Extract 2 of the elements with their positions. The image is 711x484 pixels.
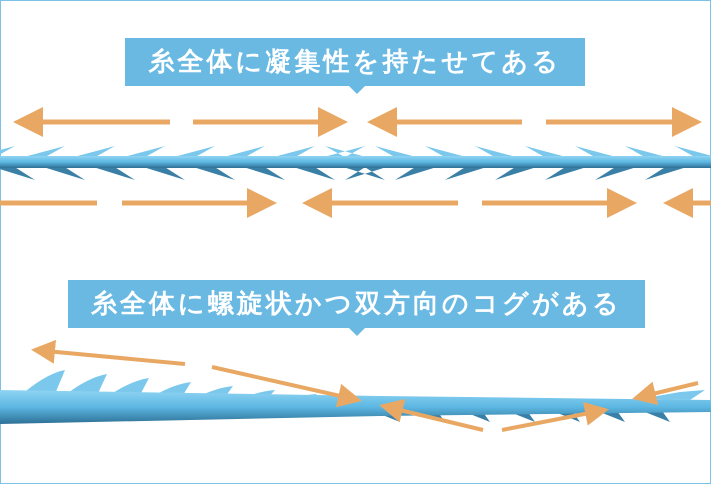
callout-banner: 糸全体に凝集性を持たせてある bbox=[125, 38, 585, 94]
callout-banner: 糸全体に螺旋状かつ双方向のコグがある bbox=[68, 280, 645, 336]
